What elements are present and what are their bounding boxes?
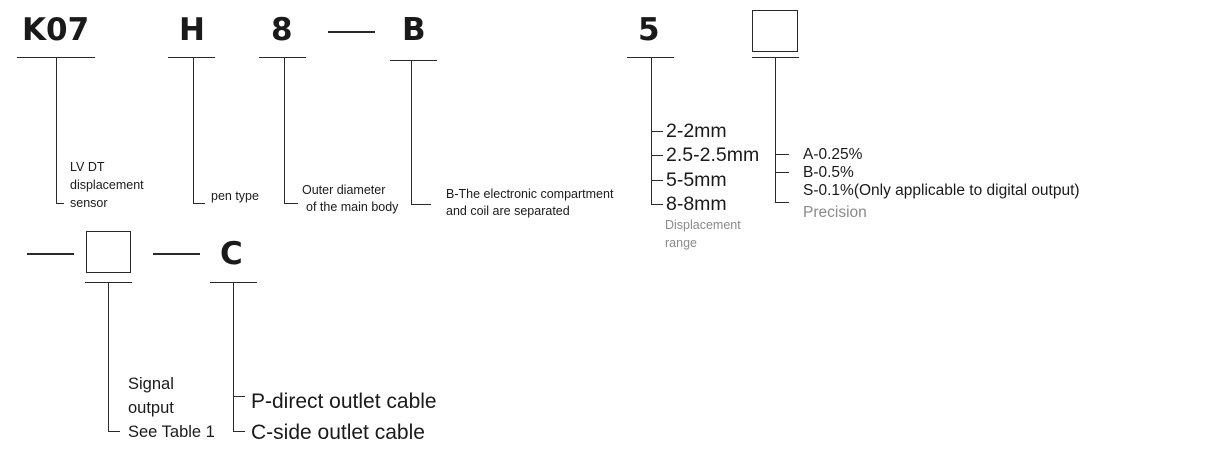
precision-code-box [752, 10, 798, 52]
range-option: 2-2mm [666, 120, 727, 142]
leader-structure-tick [411, 204, 431, 206]
leader-model [56, 57, 58, 204]
underline-structure [390, 60, 437, 62]
code-range: 5 [638, 12, 660, 48]
underline-range [627, 57, 674, 59]
type-description: pen type [211, 189, 259, 203]
signal-code-box [86, 231, 131, 273]
cable-option: P-direct outlet cable [251, 390, 437, 413]
code-model: K07 [22, 12, 90, 48]
leader-diameter-tick [284, 203, 298, 205]
range-label: Displacement range [665, 218, 741, 250]
code-structure: B [402, 12, 426, 48]
range-option: 5-5mm [666, 169, 727, 191]
underline-diameter [259, 57, 306, 59]
range-option: 8-8mm [666, 193, 727, 215]
range-tick-2 [651, 155, 663, 157]
structure-description: B-The electronic compartment and coil ar… [446, 187, 614, 218]
code-type: H [179, 12, 205, 48]
leader-cable [233, 282, 235, 432]
code-cable: C [220, 236, 243, 272]
cable-option: C-side outlet cable [251, 421, 425, 444]
leader-diameter [284, 57, 286, 204]
underline-type [168, 57, 215, 59]
precision-tick-1 [775, 154, 789, 156]
model-description: LV DT displacement sensor [70, 160, 144, 210]
leader-signal [108, 282, 110, 432]
range-tick-3 [651, 180, 663, 182]
leader-signal-tick [108, 431, 120, 433]
leader-precision [775, 57, 777, 203]
precision-option: S-0.1%(Only applicable to digital output… [803, 182, 1080, 199]
range-option: 2.5-2.5mm [666, 144, 760, 166]
range-tick-1 [651, 131, 663, 133]
leader-type-tick [193, 203, 205, 205]
diameter-description: Outer diameter of the main body [302, 183, 399, 214]
leader-type [193, 57, 195, 204]
leader-model-tick [56, 203, 64, 205]
signal-description: Signal output See Table 1 [128, 375, 215, 441]
cable-tick-2 [233, 431, 245, 433]
leader-structure [411, 60, 413, 205]
cable-tick-1 [233, 396, 245, 398]
precision-label: Precision [803, 204, 867, 221]
precision-tick-3 [775, 202, 789, 204]
separator-dash [153, 253, 200, 255]
precision-option: B-0.5% [803, 164, 854, 181]
separator-dash [328, 31, 375, 33]
code-diameter: 8 [271, 12, 293, 48]
precision-tick-2 [775, 172, 789, 174]
separator-dash [27, 253, 74, 255]
range-tick-4 [651, 204, 663, 206]
precision-option: A-0.25% [803, 146, 863, 163]
